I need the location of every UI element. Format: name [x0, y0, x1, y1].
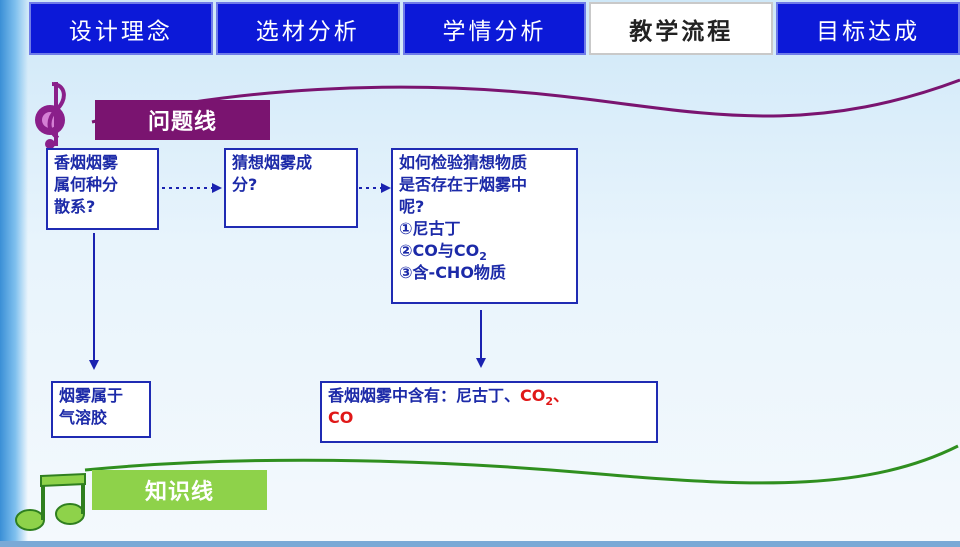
tab-student-analysis[interactable]: 学情分析	[402, 2, 587, 55]
box-line: 如何检验猜想物质	[399, 153, 528, 172]
item-co-co2: ②CO与CO2	[399, 240, 570, 262]
tab-material-analysis[interactable]: 选材分析	[215, 2, 400, 55]
bottom-band	[0, 541, 960, 547]
question-box-guess-composition: 猜想烟雾成 分?	[224, 148, 358, 228]
subscript-2: 2	[479, 250, 487, 264]
box-line: 属何种分	[54, 175, 119, 194]
problem-line-label: 问题线	[95, 100, 270, 140]
knowledge-line-wave	[84, 444, 959, 485]
knowledge-box-smoke-contents: 香烟烟雾中含有：尼古丁、CO2、CO	[320, 381, 658, 443]
box-line: 是否存在于烟雾中	[399, 175, 528, 194]
item-co-co2-text: ②CO与CO	[399, 241, 480, 260]
tab-teaching-process[interactable]: 教学流程	[589, 2, 774, 55]
left-decor-strip	[0, 0, 28, 547]
box-line: 散系?	[54, 197, 96, 216]
knowledge-box-aerosol: 烟雾属于 气溶胶	[51, 381, 151, 438]
knowledge-line-label: 知识线	[92, 470, 267, 510]
box-line: 猜想烟雾成	[232, 153, 313, 172]
box-line: 香烟烟雾	[54, 153, 119, 172]
co2-text: CO	[520, 386, 546, 405]
box-line: 烟雾属于	[59, 386, 124, 405]
item-cho: ③含-CHO物质	[399, 263, 506, 282]
problem-line-wave	[91, 78, 960, 124]
tab-goal-achievement[interactable]: 目标达成	[776, 2, 960, 55]
item-nicotine: ①尼古丁	[399, 219, 461, 238]
question-box-verify-substances: 如何检验猜想物质 是否存在于烟雾中 呢? ①尼古丁 ②CO与CO2 ③含-CHO…	[391, 148, 578, 304]
co2-subscript: 2	[545, 395, 554, 409]
box-line: 气溶胶	[59, 408, 108, 427]
box-line: 呢?	[399, 197, 425, 216]
co-text: CO	[328, 408, 354, 427]
contents-prefix: 香烟烟雾中含有：尼古丁、	[328, 386, 521, 405]
box-line: 分?	[232, 175, 258, 194]
separator: 、	[553, 386, 570, 405]
tab-design-concept[interactable]: 设计理念	[29, 2, 213, 55]
question-box-dispersion: 香烟烟雾 属何种分 散系?	[46, 148, 159, 230]
treble-clef-icon	[35, 82, 66, 149]
music-notes-icon	[15, 472, 86, 531]
top-nav: 设计理念 选材分析 学情分析 教学流程 目标达成	[29, 0, 960, 57]
